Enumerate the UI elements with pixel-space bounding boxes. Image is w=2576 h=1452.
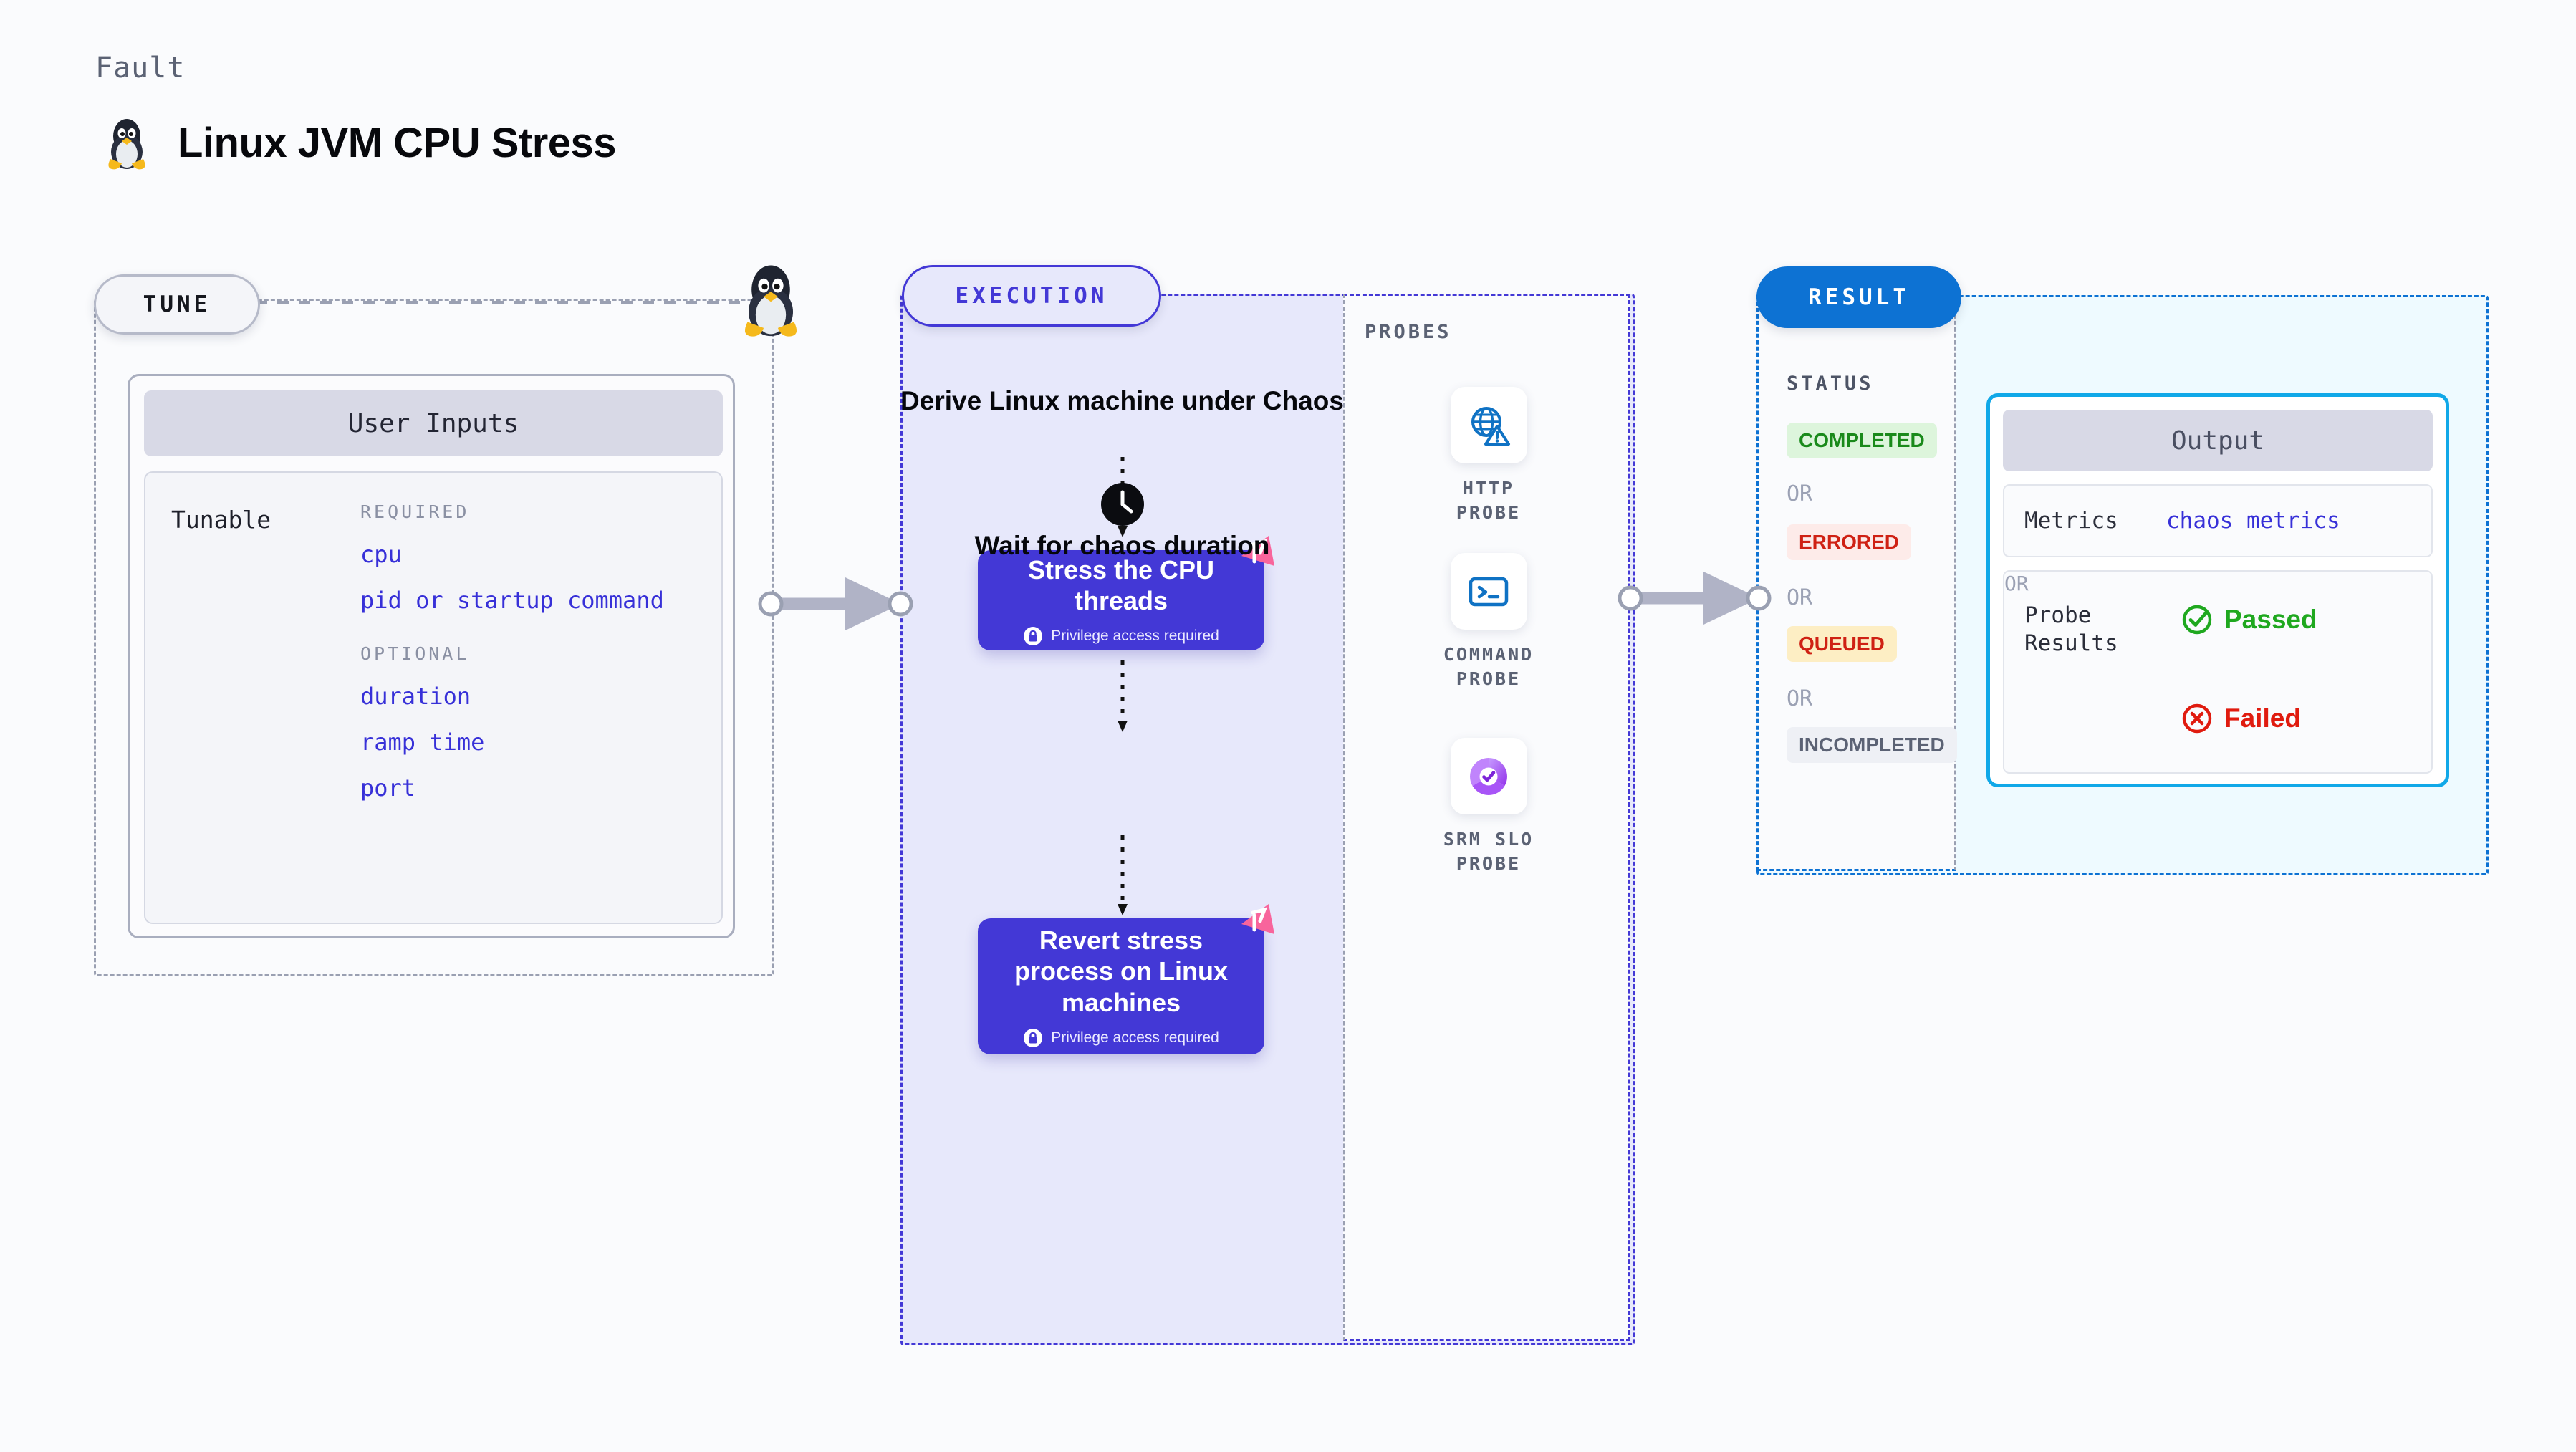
flow-arrow-icon [1117, 660, 1128, 732]
failed-label: Failed [2224, 703, 2301, 733]
page-title: Linux JVM CPU Stress [178, 119, 617, 166]
tunable-group-heading: OPTIONAL [360, 643, 470, 664]
fault-badge-icon [1241, 904, 1274, 934]
globe-warning-icon [1471, 406, 1510, 446]
probe-command[interactable]: COMMAND PROBE [1431, 553, 1546, 691]
probe-tile [1450, 738, 1527, 814]
flow-arrow-icon [1117, 835, 1128, 915]
status-badge-queued: QUEUED [1787, 626, 1897, 662]
lock-icon [1024, 627, 1043, 646]
probe-label: SRM SLO PROBE [1443, 829, 1534, 874]
tunable-item-duration[interactable]: duration [360, 683, 471, 710]
tune-region [94, 299, 774, 976]
tunable-group-heading: REQUIRED [360, 501, 470, 522]
fault-title-row: Linux JVM CPU Stress [100, 115, 617, 170]
execution-node-title: Revert stress process on Linux machines [1014, 925, 1229, 1017]
tunable-group-optional: OPTIONAL duration ramp time port [360, 643, 484, 802]
probe-tile [1450, 553, 1527, 630]
probe-result-or-label: OR [2004, 572, 2029, 595]
tunable-label: Tunable [171, 506, 271, 534]
terminal-icon [1469, 577, 1509, 606]
fault-kicker: Fault [95, 52, 186, 85]
status-or-label: OR [1787, 585, 1813, 610]
linux-penguin-connector-icon [732, 259, 809, 338]
status-region [1756, 295, 1956, 871]
probe-label: COMMAND PROBE [1443, 644, 1534, 689]
tunable-item-cpu[interactable]: cpu [360, 541, 402, 568]
metrics-value[interactable]: chaos metrics [2166, 508, 2340, 534]
clock-icon [1100, 481, 1145, 530]
execution-step-derive: Derive Linux machine under Chaos [900, 386, 1344, 415]
execution-step-wait: Wait for chaos duration [974, 531, 1270, 560]
status-or-label: OR [1787, 686, 1813, 711]
fault-badge-icon [1241, 536, 1274, 566]
tunable-item-pid-or-startup-command[interactable]: pid or startup command [360, 587, 664, 614]
tunable-group-required: REQUIRED cpu pid or startup command [360, 501, 664, 614]
check-circle-icon [2182, 605, 2212, 635]
output-title: Output [2003, 410, 2433, 471]
tunable-item-port[interactable]: port [360, 774, 416, 802]
user-inputs-card: User Inputs Tunable REQUIRED cpu pid or … [128, 374, 735, 938]
status-title: STATUS [1787, 372, 1874, 395]
probe-tile [1450, 387, 1527, 463]
status-badge-incompleted: INCOMPLETED [1787, 727, 1957, 763]
lock-icon [1024, 1028, 1043, 1047]
passed-label: Passed [2224, 605, 2317, 634]
probe-result-passed: Passed [2181, 603, 2317, 636]
arrow-tune-to-execution [758, 577, 913, 630]
execution-node-title: Stress the CPU threads [1027, 554, 1215, 615]
result-chip[interactable]: RESULT [1756, 266, 1961, 328]
privilege-text: Privilege access required [1051, 628, 1219, 645]
metrics-row: Metrics chaos metrics [2003, 484, 2433, 557]
flow-arrow-icon [1117, 457, 1128, 537]
probes-region [1343, 294, 1630, 1341]
execution-chip[interactable]: EXECUTION [902, 265, 1161, 327]
tunable-box: Tunable REQUIRED cpu pid or startup comm… [144, 471, 723, 924]
linux-penguin-icon [108, 119, 145, 170]
status-badge-errored: ERRORED [1787, 524, 1912, 560]
metrics-key: Metrics [2024, 507, 2118, 534]
privilege-text: Privilege access required [1051, 1029, 1219, 1046]
probes-title: PROBES [1365, 321, 1452, 343]
arrow-probes-to-result [1618, 572, 1772, 625]
privilege-row: Privilege access required [1023, 626, 1219, 646]
execution-node-stress-cpu[interactable]: Stress the CPU threads Privilege access … [978, 536, 1274, 650]
probe-result-failed: Failed [2181, 702, 2301, 735]
probe-label: HTTP PROBE [1456, 478, 1522, 523]
execution-flow: Derive Linux machine under Chaos Stress … [900, 294, 1344, 1341]
slo-donut-check-icon [1470, 757, 1507, 795]
privilege-row: Privilege access required [1023, 1028, 1219, 1048]
x-circle-icon [2182, 703, 2212, 734]
probe-http[interactable]: HTTP PROBE [1431, 387, 1546, 525]
tune-chip[interactable]: TUNE [94, 274, 260, 335]
tunable-item-ramp-time[interactable]: ramp time [360, 729, 485, 756]
user-inputs-title: User Inputs [144, 390, 723, 456]
execution-node-revert-stress[interactable]: Revert stress process on Linux machines … [978, 904, 1274, 1054]
probe-srm-slo[interactable]: SRM SLO PROBE [1431, 738, 1546, 876]
status-badge-completed: COMPLETED [1787, 423, 1937, 458]
status-or-label: OR [1787, 481, 1813, 506]
